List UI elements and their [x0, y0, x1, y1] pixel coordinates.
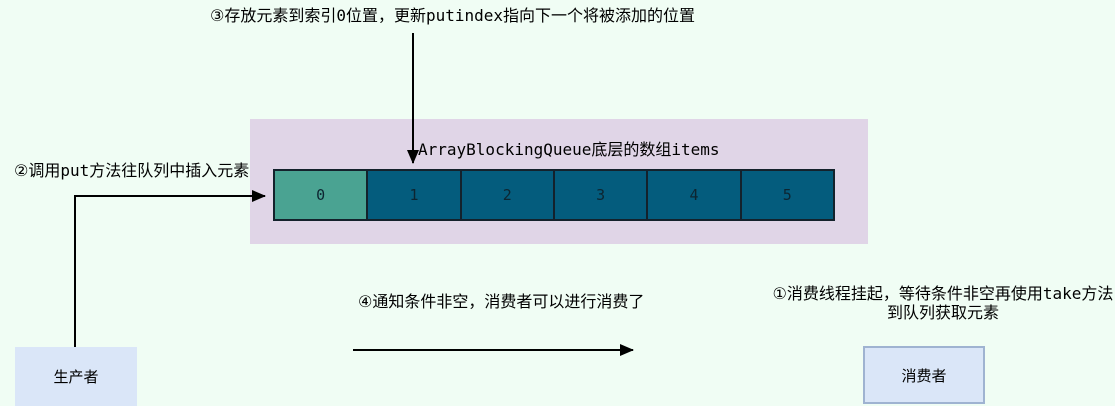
consumer-node: 消费者 [863, 346, 985, 404]
queue-title: ArrayBlockingQueue底层的数组items [418, 140, 720, 159]
producer-node: 生产者 [15, 347, 137, 406]
producer-put-arrow-icon [74, 190, 266, 347]
array-cell-4: 4 [646, 169, 742, 221]
array-cell-2: 2 [459, 169, 555, 221]
annotation-step1-line2: 到队列获取元素 [886, 303, 999, 322]
array-cell-1: 1 [366, 169, 462, 221]
annotation-step2-put-call: ②调用put方法往队列中插入元素 [14, 161, 250, 180]
annotation-step1-line1: ①消费线程挂起，等待条件非空再使用take方法 [772, 284, 1114, 303]
array-cell-5: 5 [739, 169, 835, 221]
annotation-step1-consumer-wait: ①消费线程挂起，等待条件非空再使用take方法 到队列获取元素 [772, 284, 1114, 322]
array-cell-3: 3 [552, 169, 649, 221]
annotation-step4-notify: ④通知条件非空，消费者可以进行消费了 [358, 292, 645, 311]
array-cell-0: 0 [273, 169, 369, 221]
queue-array: 0 1 2 3 4 5 [273, 169, 835, 221]
annotation-step3-put-index: ③存放元素到索引0位置，更新putindex指向下一个将被添加的位置 [210, 6, 696, 25]
